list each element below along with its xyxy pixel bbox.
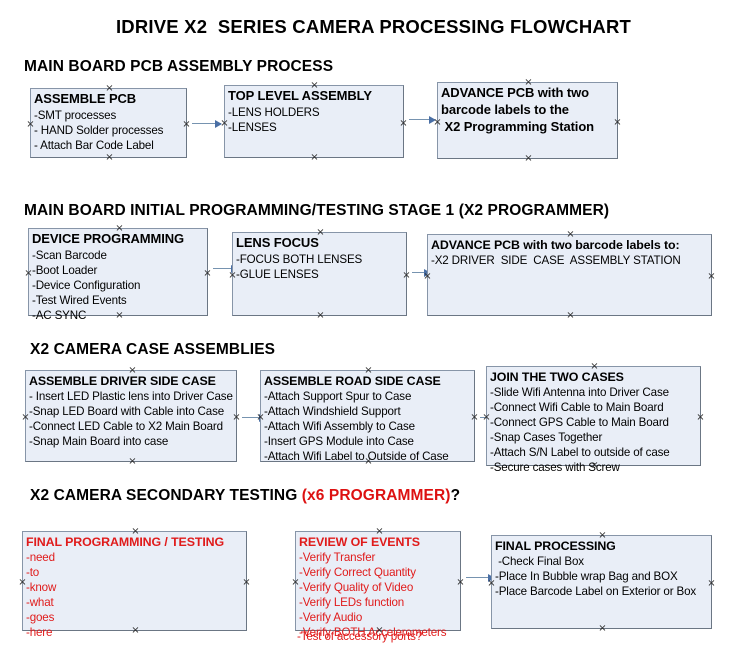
connection-handle[interactable] xyxy=(128,457,137,466)
node-assemble-driver-side-case[interactable]: ASSEMBLE DRIVER SIDE CASE - Insert LED P… xyxy=(25,370,237,462)
node-final-processing[interactable]: FINAL PROCESSING -Check Final Box -Place… xyxy=(491,535,712,629)
section-heading-4-text: X2 CAMERA SECONDARY TESTING xyxy=(30,487,302,504)
connector-arrow xyxy=(466,573,495,582)
node-header-line3: X2 Programming Station xyxy=(441,118,595,134)
section-heading-4-red: (x6 PROGRAMMER) xyxy=(301,487,451,504)
connection-handle[interactable] xyxy=(316,311,325,320)
node-header: ASSEMBLE PCB xyxy=(34,91,137,106)
node-line: -Connect GPS Cable to Main Board xyxy=(490,416,669,430)
node-lens-focus[interactable]: LENS FOCUS -FOCUS BOTH LENSES -GLUE LENS… xyxy=(232,232,407,316)
node-line: -Check Final Box xyxy=(495,555,584,569)
node-assemble-road-side-case[interactable]: ASSEMBLE ROAD SIDE CASE -Attach Support … xyxy=(260,370,475,464)
node-top-level-assembly[interactable]: TOP LEVEL ASSEMBLY -LENS HOLDERS -LENSES xyxy=(224,85,404,158)
node-line: -Place In Bubble wrap Bag and BOX xyxy=(495,570,678,584)
node-review-of-events[interactable]: REVIEW OF EVENTS -Verify Transfer -Verif… xyxy=(295,531,461,639)
node-header: ASSEMBLE ROAD SIDE CASE xyxy=(264,374,441,388)
connection-handle[interactable] xyxy=(310,153,319,162)
node-line: - Attach Bar Code Label xyxy=(34,139,154,153)
node-line: -know xyxy=(26,581,57,595)
connector-arrow xyxy=(409,115,436,124)
node-header: LENS FOCUS xyxy=(236,235,319,250)
connection-handle[interactable] xyxy=(524,154,533,163)
section-heading-1: MAIN BOARD PCB ASSEMBLY PROCESS xyxy=(24,58,334,75)
node-line: -Connect Wifi Cable to Main Board xyxy=(490,401,664,415)
node-line: -Connect LED Cable to X2 Main Board xyxy=(29,420,223,434)
node-line: -Verify BOTH Accelerometers xyxy=(299,626,447,640)
node-line: -Verify Correct Quantity xyxy=(299,566,416,580)
node-line: -SMT processes xyxy=(34,108,117,122)
node-final-programming-testing[interactable]: FINAL PROGRAMMING / TESTING -need -to -k… xyxy=(22,531,247,639)
node-line: -Secure cases with Screw xyxy=(490,461,620,475)
node-line: -Attach S/N Label to outside of case xyxy=(490,446,670,460)
node-header: FINAL PROGRAMMING / TESTING xyxy=(26,535,225,549)
connection-handle[interactable] xyxy=(598,624,607,633)
node-line: -Verify LEDs function xyxy=(299,596,405,610)
node-line: -LENSES xyxy=(228,120,277,134)
node-line: -Verify Audio xyxy=(299,611,363,625)
section-heading-4-tail: ? xyxy=(450,487,461,504)
connection-handle[interactable] xyxy=(105,153,114,162)
node-line: -Snap Main Board into case xyxy=(29,435,169,449)
node-line: - HAND Solder processes xyxy=(34,123,164,137)
section-heading-4: X2 CAMERA SECONDARY TESTING (x6 PROGRAMM… xyxy=(30,487,460,505)
node-advance-pcb-driver-side-station[interactable]: ADVANCE PCB with two barcode labels to: … xyxy=(427,234,712,316)
node-line: -Snap LED Board with Cable into Case xyxy=(29,405,225,419)
node-line: -Device Configuration xyxy=(32,279,141,293)
node-line: -what xyxy=(26,596,54,610)
node-line: -Verify Quality of Video xyxy=(299,581,414,595)
node-line: -Snap Cases Together xyxy=(490,431,603,445)
node-line: -Scan Barcode xyxy=(32,248,107,262)
page-title: IDRIVE X2 SERIES CAMERA PROCESSING FLOWC… xyxy=(115,16,632,37)
node-line: -Attach Wifi Label to Outside of Case xyxy=(264,450,449,464)
node-header-line2: barcode labels to the xyxy=(441,101,569,117)
node-line: -GLUE LENSES xyxy=(236,267,319,281)
node-line: -Attach Windshield Support xyxy=(264,405,401,419)
node-header: TOP LEVEL ASSEMBLY xyxy=(228,88,372,103)
node-line: -Place Barcode Label on Exterior or Box xyxy=(495,585,697,599)
node-assemble-pcb[interactable]: ASSEMBLE PCB -SMT processes - HAND Solde… xyxy=(30,88,187,158)
node-line: -AC SYNC xyxy=(32,309,87,323)
node-header: ADVANCE PCB with two xyxy=(441,85,589,100)
node-header: FINAL PROCESSING xyxy=(495,539,616,553)
node-line: -X2 DRIVER SIDE CASE ASSEMBLY STATION xyxy=(431,254,681,268)
node-line: -to xyxy=(26,566,40,580)
node-line: -need xyxy=(26,551,55,565)
node-line: -Insert GPS Module into Case xyxy=(264,435,414,449)
connection-handle[interactable] xyxy=(566,311,575,320)
node-line: -Test Wired Events xyxy=(32,294,127,308)
node-advance-pcb-programming-station[interactable]: ADVANCE PCB with two barcode labels to t… xyxy=(437,82,618,159)
node-line: -Boot Loader xyxy=(32,263,98,277)
node-line: -Verify Transfer xyxy=(299,551,376,565)
node-line: -LENS HOLDERS xyxy=(228,105,320,119)
connection-handle[interactable] xyxy=(707,272,716,281)
node-header: ASSEMBLE DRIVER SIDE CASE xyxy=(29,374,216,388)
node-line: -goes xyxy=(26,611,55,625)
node-line: -FOCUS BOTH LENSES xyxy=(236,252,363,266)
node-line: -Slide Wifi Antenna into Driver Case xyxy=(490,386,669,400)
node-header: DEVICE PROGRAMMING xyxy=(32,231,185,246)
node-overflow-line: -Test of accessory ports? xyxy=(297,630,423,643)
node-header: ADVANCE PCB with two barcode labels to: xyxy=(431,238,680,252)
section-heading-3: X2 CAMERA CASE ASSEMBLIES xyxy=(30,341,276,358)
node-line: -here xyxy=(26,626,53,640)
node-header: JOIN THE TWO CASES xyxy=(490,370,624,384)
node-line: -Attach Support Spur to Case xyxy=(264,390,412,404)
node-join-the-two-cases[interactable]: JOIN THE TWO CASES -Slide Wifi Antenna i… xyxy=(486,366,701,474)
node-device-programming[interactable]: DEVICE PROGRAMMING -Scan Barcode -Boot L… xyxy=(28,228,208,322)
connector-arrow xyxy=(192,119,222,128)
node-line: -Attach Wifi Assembly to Case xyxy=(264,420,415,434)
section-heading-2: MAIN BOARD INITIAL PROGRAMMING/TESTING S… xyxy=(24,202,610,219)
node-line: - Insert LED Plastic lens into Driver Ca… xyxy=(29,390,233,404)
node-header: REVIEW OF EVENTS xyxy=(299,535,420,549)
